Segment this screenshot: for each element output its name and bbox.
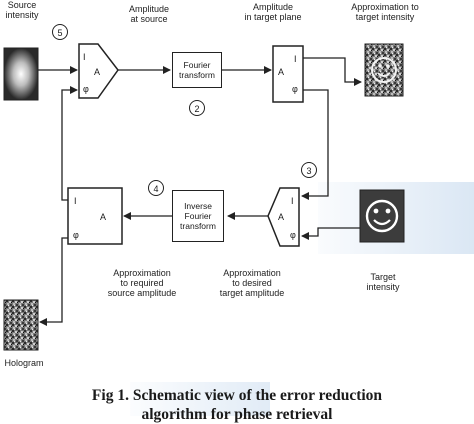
module-constraint-A: A [278, 212, 285, 222]
module-source-I: I [83, 52, 86, 62]
label-amplitude-target-plane: Amplitude in target plane [244, 2, 302, 22]
module-source-A: A [94, 67, 101, 77]
figure-caption-line-1: Fig 1. Schematic view of the error reduc… [91, 387, 383, 404]
label-target-intensity: Target intensity [366, 272, 400, 292]
hologram-image [3, 299, 39, 351]
module-source-phi: φ [83, 84, 89, 94]
module-constraint-phi: φ [290, 230, 296, 240]
label-approx-desired-target: Approximation to desired target amplitud… [219, 268, 285, 298]
module-target-plane-shape [272, 45, 304, 103]
module-source-shape [78, 43, 119, 99]
watermark-band-lower [130, 382, 270, 416]
target-smiley-image [359, 189, 405, 243]
label-amplitude-at-source: Amplitude at source [128, 4, 170, 24]
module-target-plane-phi: φ [292, 84, 298, 94]
label-source-intensity: Source intensity [5, 0, 39, 20]
module-source-constraint-phi: φ [73, 230, 79, 240]
module-target-plane-A: A [278, 67, 285, 77]
source-intensity-image [3, 47, 39, 101]
module-constraint-I: I [291, 196, 294, 206]
module-source-constraint-I: I [74, 196, 77, 206]
module-target-plane-I: I [294, 54, 297, 64]
step-2-badge: 2 [189, 100, 205, 116]
label-approx-required-source: Approximation to required source amplitu… [107, 268, 177, 298]
label-hologram: Hologram [4, 358, 44, 368]
module-source-constraint-shape [67, 187, 123, 245]
fourier-transform-block: Fourier transform [172, 52, 222, 88]
step-4-badge: 4 [148, 180, 164, 196]
label-approx-target-intensity: Approximation to target intensity [351, 2, 419, 22]
approx-target-smiley-image [364, 43, 404, 97]
module-source-constraint-A: A [100, 212, 107, 222]
step-3-badge: 3 [301, 162, 317, 178]
module-target-constraint-shape [267, 187, 300, 247]
inverse-fourier-transform-block: Inverse Fourier transform [172, 190, 224, 242]
step-5-badge: 5 [52, 24, 68, 40]
figure-caption-line-2: algorithm for phase retrieval [141, 406, 333, 423]
